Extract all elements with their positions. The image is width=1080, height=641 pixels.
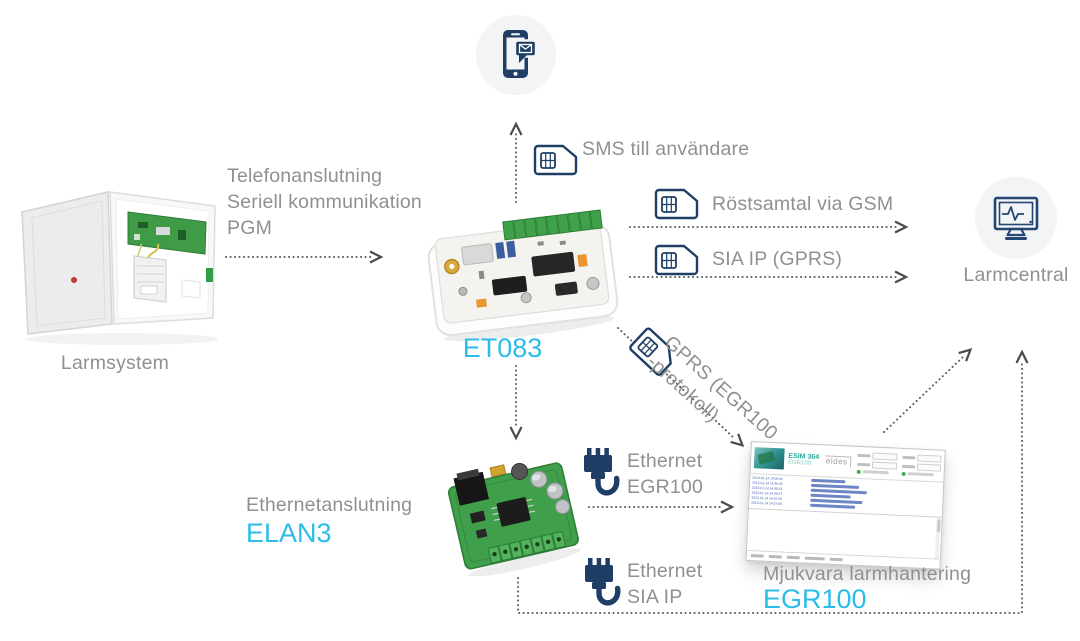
- arrow-panel-to-et083: [225, 250, 384, 264]
- panel-connection-text: Telefonanslutning Seriell kommunikation …: [227, 165, 422, 239]
- arrow-et083-to-elan3: [509, 365, 523, 441]
- sia-ip-label: SIA IP (GPRS): [712, 248, 843, 270]
- egr100-label: EGR100: [763, 584, 867, 614]
- ethernet-sia-ip-text: Ethernet SIA IP: [627, 560, 703, 608]
- elan3-image: [443, 452, 583, 581]
- smartphone-sms-node: [476, 15, 556, 100]
- arrow-egr100-to-larmcentral: [883, 347, 973, 433]
- sim-card-icon: [533, 144, 578, 176]
- et083-label: ET083: [462, 333, 543, 363]
- arrow-elan3-to-larmcentral: [517, 349, 1029, 614]
- sms-label: SMS till användare: [582, 138, 750, 160]
- arrow-gsm-voice: [629, 220, 909, 234]
- arrow-et083-to-phone: [509, 121, 523, 203]
- arrow-sia-ip: [629, 270, 909, 284]
- larmsystem-label: Larmsystem: [60, 352, 170, 374]
- smartphone-sms-icon: [476, 15, 556, 95]
- sim-card-icon: [654, 188, 699, 220]
- monitor-ecg-icon: [975, 177, 1057, 259]
- ethernet-plug-icon: [577, 556, 623, 610]
- egr100-title: Mjukvara larmhantering: [763, 563, 972, 585]
- larmcentral-node: [975, 177, 1057, 264]
- et083-image: [413, 196, 631, 353]
- gsm-voice-label: Röstsamtal via GSM: [712, 193, 894, 215]
- arrow-elan3-to-egr100: [588, 500, 735, 514]
- larmsystem-image: [10, 182, 235, 355]
- ethernet-egr100-text: Ethernet EGR100: [627, 450, 703, 498]
- elan3-label: ELAN3: [246, 518, 332, 548]
- larmcentral-label: Larmcentral: [963, 264, 1069, 286]
- elan3-title: Ethernetanslutning: [246, 494, 413, 516]
